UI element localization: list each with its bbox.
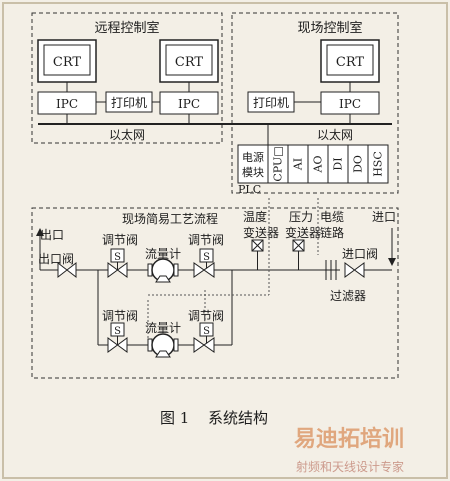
field-room-title: 现场控制室 <box>297 20 362 36</box>
plc-module-label: HSC <box>372 151 385 177</box>
press-tx-x2 <box>292 239 305 252</box>
filter-label: 过滤器 <box>330 289 366 303</box>
plc-module-slots: CPU□ AI AO DI DO HSC <box>267 144 389 184</box>
inlet-valve-icon <box>344 262 365 278</box>
reg-valve-3-s: S <box>114 326 121 337</box>
ipc-left-label: IPC <box>56 97 78 111</box>
outlet-label: 出口 <box>40 228 64 242</box>
cable-link-line1: 电缆 <box>320 210 344 224</box>
crt-left-screen <box>43 44 91 76</box>
field-crt-screen <box>326 44 374 76</box>
reg-valve-4-s: S <box>203 326 210 337</box>
cable-link-line2: 链路 <box>320 225 344 240</box>
crt-right-screen <box>165 44 213 76</box>
plc-power-line1: 电源 <box>242 150 264 164</box>
watermark-tagline: 射频和天线设计专家 <box>296 459 404 474</box>
reg-valve-1-label: 调节阀 <box>102 233 138 247</box>
remote-room-title: 远程控制室 <box>94 20 159 36</box>
field-printer-label: 打印机 <box>253 96 289 110</box>
plc-module-slot-hsc <box>367 144 389 184</box>
watermark-brand: 易迪拓培训 <box>294 426 404 452</box>
plc-module-label: CPU□ <box>272 146 285 181</box>
flowmeter-2-flange-r <box>173 338 179 352</box>
process-border <box>31 207 399 379</box>
reg-valve-2-s: S <box>203 252 210 263</box>
flowmeter-1-flange-l <box>147 263 153 277</box>
temp-tx-line2: 变送器 <box>243 225 279 240</box>
figure-number: 图 1 <box>160 409 189 427</box>
reg-valve-2-icon <box>193 262 215 278</box>
crt-left-label: CRT <box>53 55 82 70</box>
outlet-valve-label: 出口阀 <box>38 252 74 266</box>
outlet-valve-icon <box>57 261 77 279</box>
plc-label: PLC <box>238 183 261 196</box>
remote-ethernet-label: 以太网 <box>109 127 145 142</box>
flowmeter-1-flange-r <box>173 263 179 277</box>
inlet-label: 进口 <box>372 210 396 224</box>
reg-valve-3-label: 调节阀 <box>102 309 138 323</box>
reg-valve-3-icon <box>107 337 128 353</box>
field-ipc-label: IPC <box>339 97 361 111</box>
figure-title: 系统结构 <box>208 409 268 427</box>
plc-module-label: AI <box>292 158 305 171</box>
flowmeter-1-base <box>155 275 171 283</box>
plc-module-label: DO <box>352 155 365 173</box>
ipc-right-label: IPC <box>178 97 200 111</box>
remote-room-border <box>31 12 223 144</box>
field-crt-label: CRT <box>336 55 365 70</box>
crt-right-label: CRT <box>175 55 204 70</box>
inlet-valve-label: 进口阀 <box>342 247 378 261</box>
plc-module-label: AO <box>312 156 325 174</box>
reg-valve-1-icon <box>107 262 128 278</box>
flowmeter-2-label: 流量计 <box>145 321 181 335</box>
reg-valve-1-s: S <box>114 252 121 263</box>
flowmeter-1-label: 流量计 <box>145 247 181 261</box>
plc-rack: 电源 模块 CPU□ AI AO DI DO HSC PLC <box>237 144 389 196</box>
remote-control-room: 远程控制室 CRT CRT IPC IPC 打印机 以太网 <box>31 12 223 144</box>
flowmeter-2-flange-l <box>147 338 153 352</box>
remote-printer-label: 打印机 <box>111 96 147 110</box>
press-tx-line2: 变送器 <box>285 225 321 240</box>
reg-valve-4-icon <box>193 337 215 353</box>
flowmeter-2-base <box>155 350 171 358</box>
press-tx-line1: 压力 <box>289 210 313 224</box>
field-ethernet-label: 以太网 <box>317 127 353 142</box>
reg-valve-2-label: 调节阀 <box>188 233 224 247</box>
plc-module-label: DI <box>332 157 345 170</box>
process-title: 现场简易工艺流程 <box>122 211 218 226</box>
reg-valve-4-label: 调节阀 <box>188 309 224 323</box>
field-control-room: 现场控制室 CRT 打印机 IPC 以太网 电源 模块 CPU□ AI AO DI DO… <box>222 12 399 196</box>
temp-tx-line1: 温度 <box>243 209 267 224</box>
field-room-border <box>231 12 399 194</box>
plc-power-line2: 模块 <box>242 166 264 179</box>
process-flow-section: 现场简易工艺流程 出口 出口阀 调节阀 S 流量计 调节阀 S <box>31 198 399 379</box>
temp-tx-x2 <box>251 239 264 252</box>
